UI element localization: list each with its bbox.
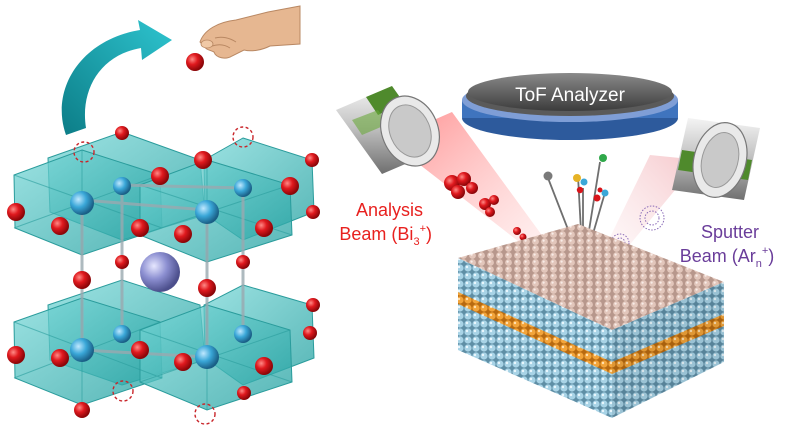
- removed-x-site-atom: [186, 53, 204, 71]
- b-site-atom: [195, 345, 219, 369]
- b-site-atoms: [70, 177, 252, 369]
- vacancy-marker: [232, 126, 254, 148]
- slab-buried-layer: [612, 314, 724, 374]
- x-site-atoms: [7, 126, 320, 418]
- x-site-atom: [151, 167, 169, 185]
- x-site-atom: [131, 219, 149, 237]
- analysis-beam-gun: [336, 86, 440, 174]
- secondary-ions: [543, 154, 609, 202]
- tof-sims-setup: ToF Analyzer: [336, 73, 774, 418]
- x-site-atom: [255, 357, 273, 375]
- curved-arrow-icon: [61, 20, 173, 135]
- slab-top-face: [458, 224, 724, 330]
- hand-icon: [199, 5, 301, 59]
- x-site-atom: [174, 353, 192, 371]
- x-site-atom: [115, 255, 129, 269]
- ar-cluster: [639, 205, 665, 231]
- x-site-atom: [255, 219, 273, 237]
- sputter-beam-gun: [672, 118, 760, 200]
- slab-buried-layer: [458, 292, 612, 374]
- x-site-atom: [7, 203, 25, 221]
- ar-cluster: [644, 210, 660, 226]
- tof-analyzer-label: ToF Analyzer: [515, 85, 625, 106]
- vacancy-marker: [73, 141, 95, 163]
- b-site-atom: [70, 338, 94, 362]
- x-site-atom: [305, 153, 319, 167]
- x-site-atom: [7, 346, 25, 364]
- x-site-atom: [306, 205, 320, 219]
- x-site-atom: [198, 279, 216, 297]
- vacancy-marker: [194, 403, 216, 425]
- x-site-atom: [194, 151, 212, 169]
- tof-analyzer: ToF Analyzer: [462, 73, 678, 140]
- x-site-atom: [303, 326, 317, 340]
- bi3-clusters: [444, 172, 527, 241]
- b-site-atom: [113, 325, 131, 343]
- x-site-atom: [281, 177, 299, 195]
- x-site-atom: [131, 341, 149, 359]
- x-site-atom: [174, 225, 192, 243]
- a-site-cation: [140, 252, 180, 292]
- analysis-beam-label-line2: Beam (Bi3+): [339, 223, 432, 248]
- x-site-atom: [236, 255, 250, 269]
- x-site-atom: [74, 402, 90, 418]
- x-site-atom: [73, 271, 91, 289]
- b-site-atom: [195, 200, 219, 224]
- b-site-atom: [70, 191, 94, 215]
- x-site-atom: [306, 298, 320, 312]
- vacancy-marker: [112, 380, 134, 402]
- x-site-atom: [237, 386, 251, 400]
- vacancies: [73, 126, 254, 425]
- analysis-beam-label-line1: Analysis: [356, 200, 423, 220]
- x-site-atom: [51, 349, 69, 367]
- sputter-beam-label-line1: Sputter: [701, 222, 759, 242]
- b-site-atom: [234, 179, 252, 197]
- x-site-atom: [115, 126, 129, 140]
- perovskite-lattice: [7, 5, 320, 425]
- sample-slab: [458, 224, 724, 418]
- x-site-atom: [51, 217, 69, 235]
- b-site-atom: [234, 325, 252, 343]
- sputter-beam-label-line2: Beam (Arn+): [680, 245, 775, 270]
- b-site-atom: [113, 177, 131, 195]
